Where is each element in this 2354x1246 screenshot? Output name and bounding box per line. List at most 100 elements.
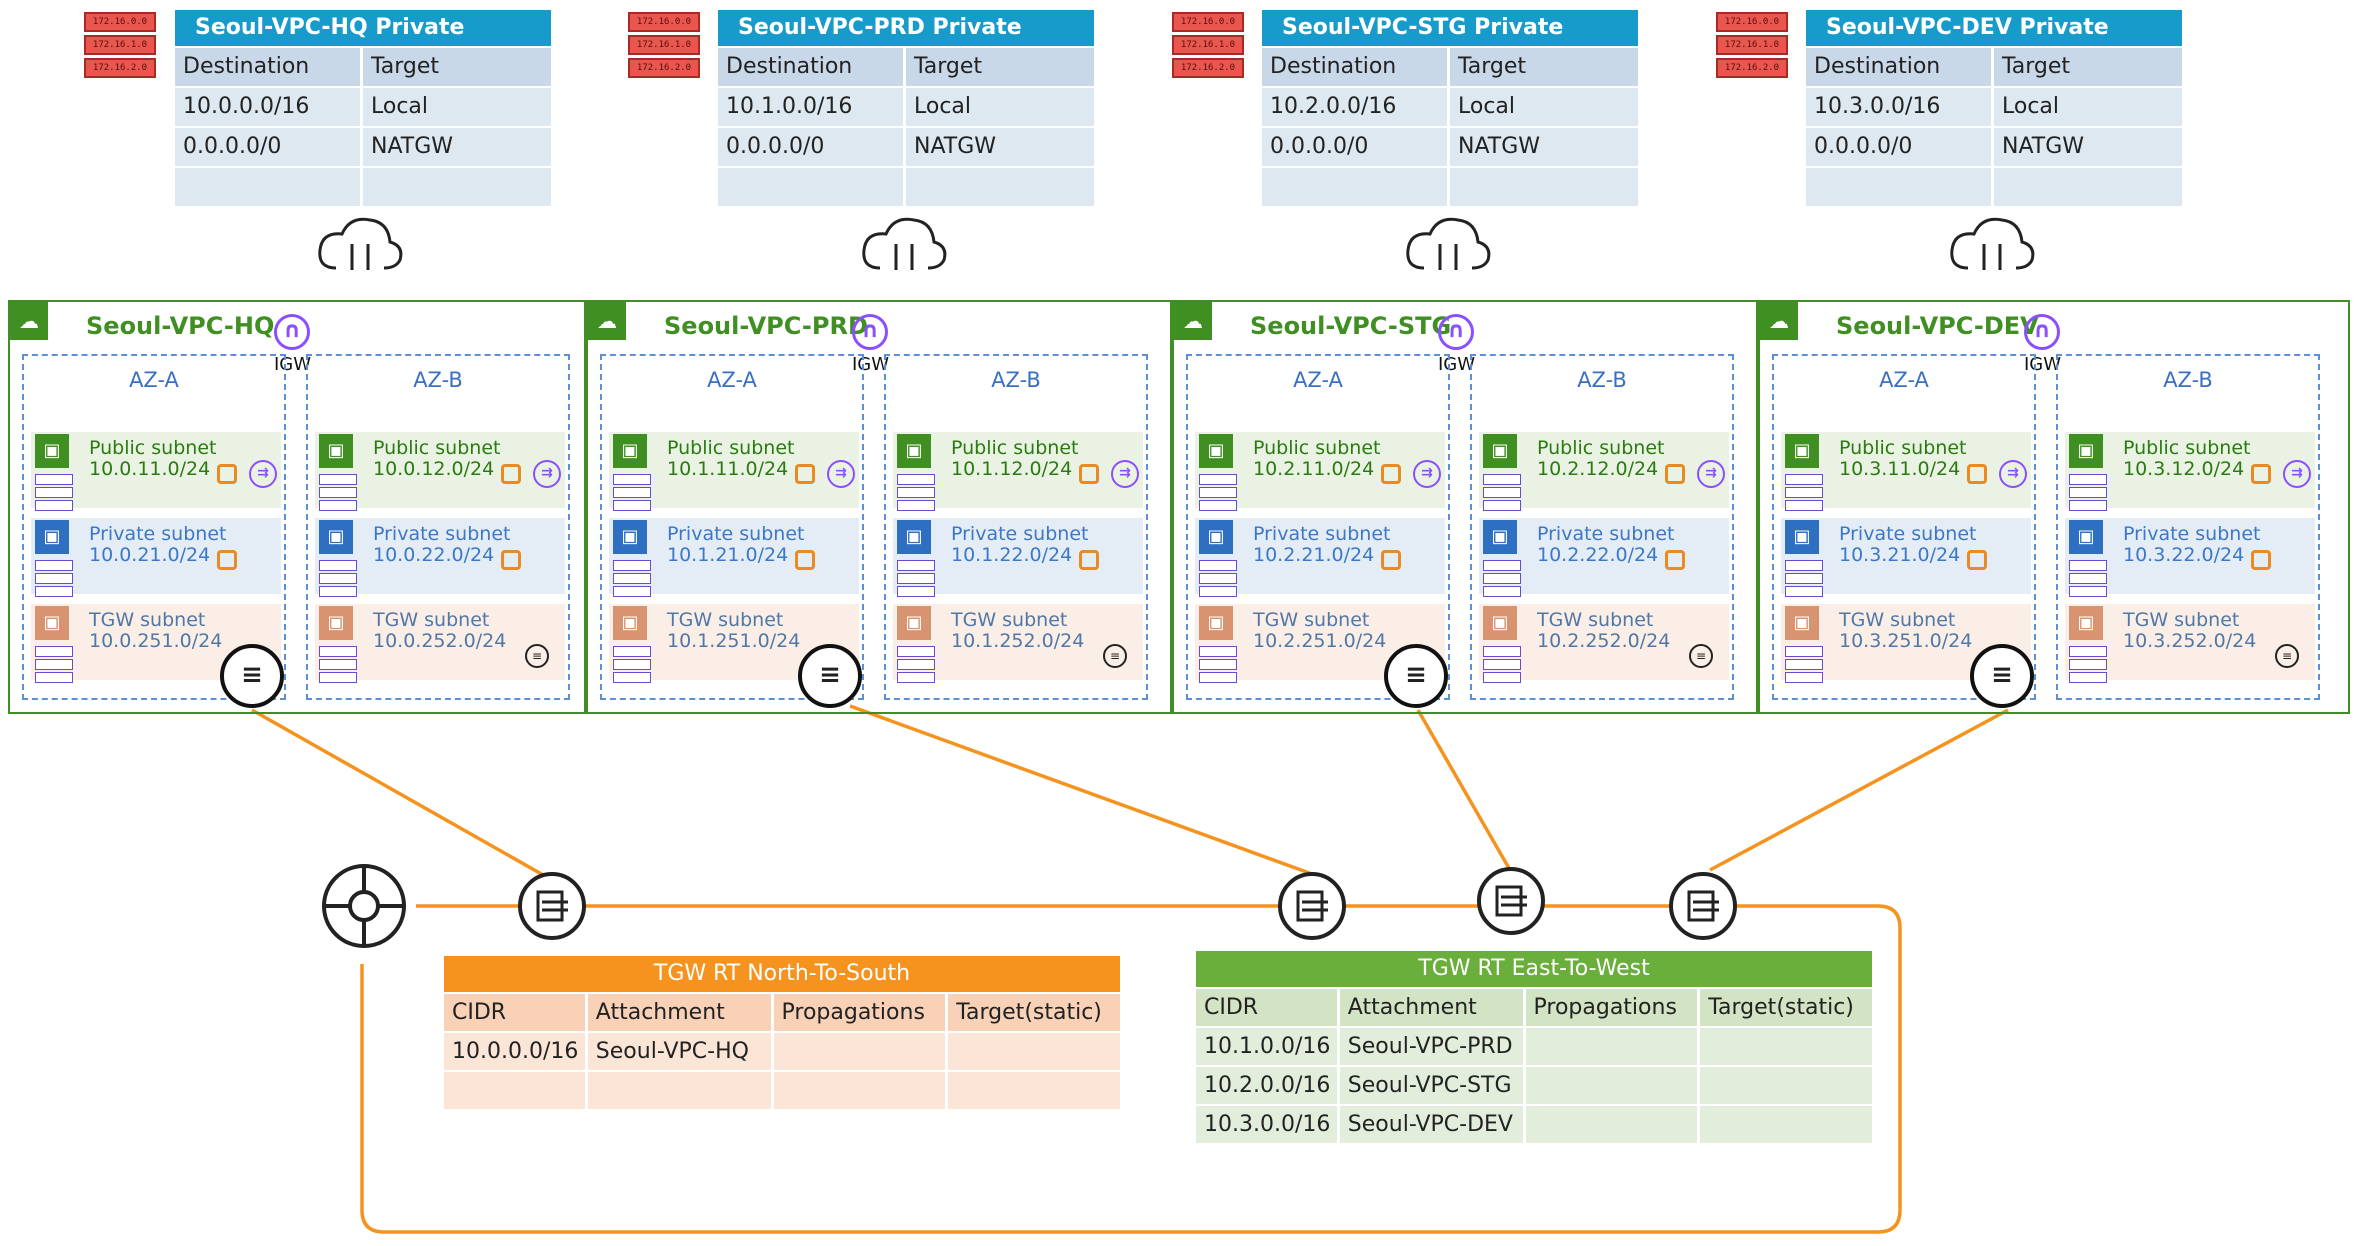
tgw-rt-cell xyxy=(1700,1028,1872,1065)
nat-gateway-icon: ⇉ xyxy=(2283,460,2311,488)
subnet-cidr: 10.1.22.0/24 xyxy=(951,544,1073,566)
subnet-cidr: 10.3.21.0/24 xyxy=(1839,544,1961,566)
rt-icon-line xyxy=(1483,487,1521,498)
rt-icon-line xyxy=(613,487,651,498)
tgw-rt-header: Attachment xyxy=(1339,989,1523,1026)
rt-icon-line xyxy=(35,672,73,683)
rt-icon-line xyxy=(2069,586,2107,597)
tgw-rt-title: TGW RT North-To-South xyxy=(444,956,1120,992)
route-table-icon xyxy=(1483,560,1521,599)
rt-icon-line xyxy=(1199,474,1237,485)
rt-icon-line: 172.16.2.0 xyxy=(628,58,700,78)
nat-gateway-icon: ⇉ xyxy=(1111,460,1139,488)
subnet-label: Public subnet xyxy=(2123,437,2251,459)
subnet-label: Public subnet xyxy=(951,437,1079,459)
rt-icon-line xyxy=(1483,474,1521,485)
dev-private-route-table: Seoul-VPC-DEV Private Subnet RT Destinat… xyxy=(1806,10,2182,206)
rt-cell: 10.2.0.0/16 xyxy=(1262,88,1447,126)
subnet-label: TGW subnet xyxy=(1537,609,1654,631)
ec2-instance-icon xyxy=(217,464,237,484)
route-table-icon xyxy=(613,560,651,599)
rt-cell xyxy=(1450,168,1638,206)
tgw-rt-cell: Seoul-VPC-STG xyxy=(1339,1067,1523,1104)
rt-cell: Local xyxy=(906,88,1094,126)
subnet-cidr: 10.0.21.0/24 xyxy=(89,544,211,566)
rt-icon-line xyxy=(1483,500,1521,511)
vpc-cloud-lock-icon: ☁ xyxy=(1760,302,1798,340)
vpc-name: Seoul-VPC-DEV xyxy=(1836,312,2039,340)
lock-icon: ▣ xyxy=(319,520,353,554)
ec2-instance-icon xyxy=(1381,550,1401,570)
route-table-icon xyxy=(319,646,357,685)
route-table-icon xyxy=(319,474,357,513)
rt-header: Destination xyxy=(1262,48,1447,86)
lock-icon: ▣ xyxy=(1483,434,1517,468)
nat-gateway-icon: ⇉ xyxy=(1999,460,2027,488)
tgw-rt-cell xyxy=(948,1033,1120,1070)
route-table-icon xyxy=(613,646,651,685)
rt-cell: NATGW xyxy=(1450,128,1638,166)
rt-icon-line xyxy=(1199,672,1237,683)
tgw-attachment-glyphs xyxy=(536,885,1719,922)
subnet-cidr: 10.3.22.0/24 xyxy=(2123,544,2245,566)
rt-cell: Local xyxy=(363,88,551,126)
rt-icon-line xyxy=(613,474,651,485)
subnet-cidr: 10.0.12.0/24 xyxy=(373,458,495,480)
rt-icon-line xyxy=(2069,474,2107,485)
rt-icon-line xyxy=(319,573,357,584)
nat-gateway-icon: ⇉ xyxy=(827,460,855,488)
tgw-rt-association-loop xyxy=(360,904,1902,1234)
subnet-cidr: 10.1.21.0/24 xyxy=(667,544,789,566)
route-table-icon xyxy=(1483,474,1521,513)
subnet-cidr: 10.2.252.0/24 xyxy=(1537,630,1671,652)
az-name: AZ-A xyxy=(707,368,757,392)
subnet-cidr: 10.3.251.0/24 xyxy=(1839,630,1973,652)
rt-icon-line xyxy=(1785,586,1823,597)
subnet-cidr: 10.2.21.0/24 xyxy=(1253,544,1375,566)
rt-icon-line xyxy=(319,474,357,485)
rt-icon-line xyxy=(35,573,73,584)
rt-icon-line xyxy=(1483,560,1521,571)
tgw-attachment-icon: ≡ xyxy=(1384,644,1448,708)
tgw-rt-cell: 10.0.0.0/16 xyxy=(444,1033,585,1070)
tgw-hub-icon xyxy=(322,864,406,948)
rt-icon-line: 172.16.0.0 xyxy=(1172,12,1244,32)
rt-icon-line xyxy=(613,500,651,511)
rt-icon-line xyxy=(2069,573,2107,584)
rt-icon-line xyxy=(1199,573,1237,584)
igw-label: IGW xyxy=(852,354,890,375)
rt-icon-line xyxy=(897,586,935,597)
az-name: AZ-B xyxy=(413,368,463,392)
route-table-icon xyxy=(319,560,357,599)
subnet-label: Public subnet xyxy=(667,437,795,459)
ec2-instance-icon xyxy=(2251,464,2271,484)
lock-icon: ▣ xyxy=(1785,520,1819,554)
vpc-name: Seoul-VPC-HQ xyxy=(86,312,275,340)
rt-icon-line: 172.16.1.0 xyxy=(1172,35,1244,55)
tgw-rt-header: Target(static) xyxy=(1700,989,1872,1026)
rt-icon-line xyxy=(1785,659,1823,670)
ec2-instance-icon xyxy=(501,464,521,484)
rt-cell: 0.0.0.0/0 xyxy=(718,128,903,166)
rt-icon-line xyxy=(1199,586,1237,597)
